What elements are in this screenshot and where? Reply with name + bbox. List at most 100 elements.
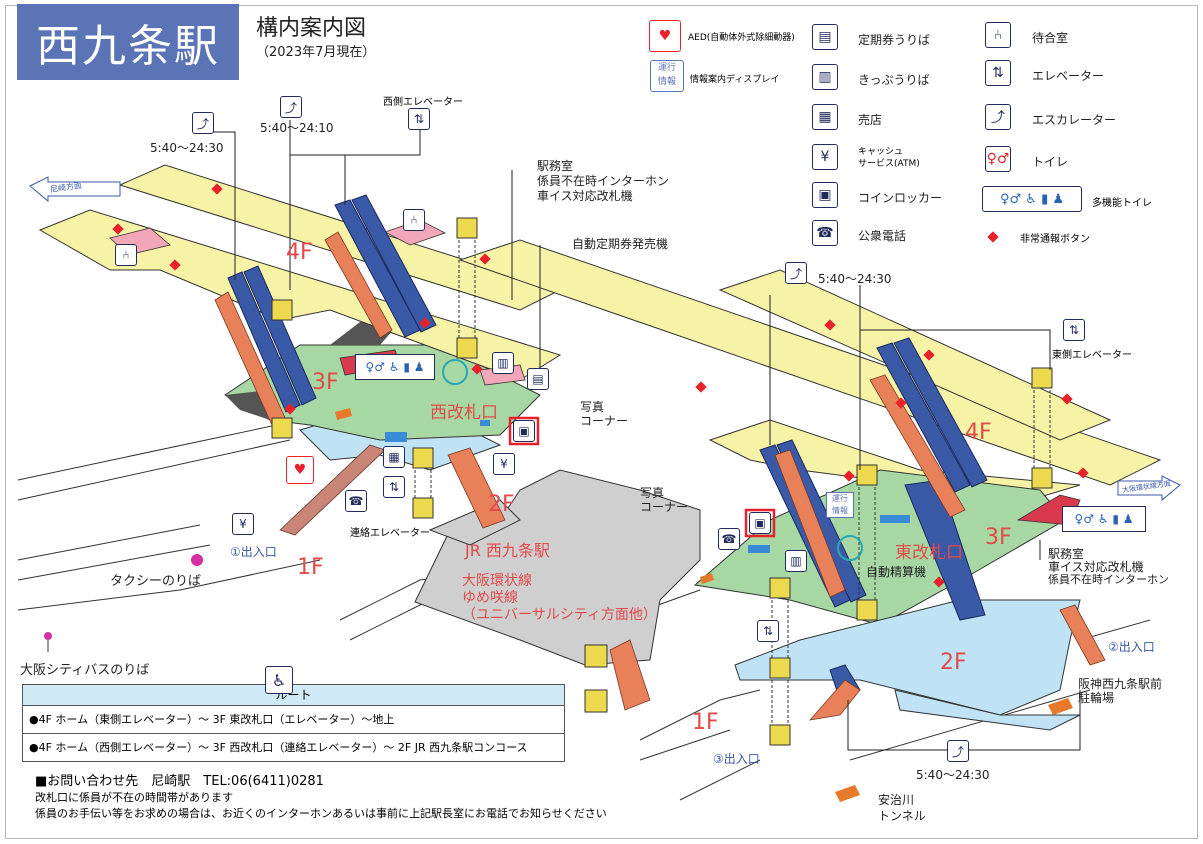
- info-display-icon: 運行 情報: [650, 60, 684, 92]
- exit-2-label: ②出入口: [1108, 640, 1155, 654]
- hanshin-station-label: 阪神西九条駅前: [1078, 677, 1163, 691]
- legend-waiting-room: 待合室: [1032, 31, 1069, 45]
- multi-toilet-icon: ♀♂ ♿ ▮ ♟: [1062, 506, 1146, 532]
- exit-3-label: ③出入口: [713, 752, 760, 766]
- west-gate-label: 西改札口: [430, 403, 498, 423]
- phone-icon: ☎: [345, 490, 367, 512]
- waiting-room-icon: ⑃: [985, 22, 1011, 48]
- aed-icon: ♥: [286, 456, 314, 484]
- legend-toilet: トイレ: [1032, 155, 1069, 169]
- shop-icon: ▦: [812, 104, 838, 130]
- legend-shop: 売店: [858, 113, 883, 127]
- toilet-icon: ♀♂: [985, 146, 1011, 172]
- route-header: ルート: [23, 685, 564, 706]
- connecting-elevator-label: 連絡エレベーター: [350, 528, 430, 539]
- lines-label-2: ゆめ咲線: [462, 590, 518, 606]
- map-date: （2023年7月現在）: [256, 45, 376, 60]
- station-office-east-1: 駅務室: [1048, 547, 1085, 561]
- floor-2f-east: 2F: [940, 650, 967, 675]
- atm-icon: ¥: [812, 144, 838, 170]
- waiting-room-icon: ⑃: [403, 209, 425, 231]
- taxi-stand-label: タクシーのりば: [110, 574, 202, 589]
- elevator-icon: ⇅: [757, 620, 779, 642]
- legend-tickets: きっぷうりば: [858, 73, 930, 87]
- photo-corner-east: 写真 コーナー: [640, 486, 689, 514]
- hours-west-2: 5:40〜24:10: [260, 121, 334, 135]
- shop-icon: ▦: [383, 446, 405, 468]
- legend-emergency: 非常通報ボタン: [1020, 234, 1090, 245]
- legend-atm-top: キャッシュ: [858, 147, 904, 157]
- atm-icon: ¥: [493, 453, 515, 475]
- legend-multi-toilet: 多機能トイレ: [1092, 198, 1152, 209]
- station-office-west-3: 車イス対応改札機: [537, 189, 633, 203]
- escalator-icon: ⤴: [985, 104, 1011, 130]
- legend-escalator: エスカレーター: [1032, 113, 1117, 127]
- floor-2f-center: 2F: [488, 492, 515, 517]
- escalator-icon: ⤴: [280, 96, 302, 118]
- tunnel-label-1: 安治川: [878, 793, 915, 807]
- map-subtitle: 構内案内図: [256, 16, 367, 41]
- auto-commuter-machine: 自動定期券発売機: [572, 237, 669, 251]
- station-office-west-1: 駅務室: [537, 159, 574, 173]
- legend-lockers: コインロッカー: [858, 191, 943, 205]
- east-gate-label: 東改札口: [895, 543, 963, 563]
- station-office-west-2: 係員不在時インターホン: [537, 174, 670, 188]
- route-row: ●4F ホーム（西側エレベーター）〜 3F 西改札口（連絡エレベーター）〜 2F…: [29, 741, 528, 754]
- coin-locker-icon: ▣: [812, 182, 838, 208]
- station-office-east-3: 係員不在時インターホン: [1048, 573, 1169, 586]
- station-title: 西九条駅: [17, 4, 239, 80]
- map-frame: [5, 5, 1198, 839]
- floor-1f-west: 1F: [297, 555, 324, 580]
- multi-toilet-icon: ♀♂ ♿ ▮ ♟: [982, 186, 1082, 212]
- waiting-room-icon: ⑃: [115, 244, 137, 266]
- west-elevator-label: 西側エレベーター: [383, 97, 463, 108]
- elevator-icon: ⇅: [408, 108, 430, 130]
- floor-3f-east: 3F: [985, 525, 1012, 550]
- city-bus-label: 大阪シティバスのりば: [20, 663, 150, 678]
- aed-icon: ♥: [649, 20, 681, 52]
- elevator-icon: ⇅: [985, 60, 1011, 86]
- elevator-icon: ⇅: [1063, 319, 1085, 341]
- legend-phone: 公衆電話: [858, 229, 907, 243]
- commuter-pass-icon: ▤: [527, 368, 549, 390]
- photo-corner-west: 写真 コーナー: [580, 400, 629, 428]
- legend-commuter-pass: 定期券うりば: [858, 33, 931, 47]
- commuter-pass-icon: ▤: [812, 24, 838, 50]
- hours-west-1: 5:40〜24:30: [150, 141, 224, 155]
- phone-icon: ☎: [812, 220, 838, 246]
- tunnel-label-2: トンネル: [878, 809, 926, 823]
- ticket-office-icon: ▥: [785, 550, 807, 572]
- east-elevator-label: 東側エレベーター: [1052, 350, 1132, 361]
- hours-east-1: 5:40〜24:30: [818, 272, 892, 286]
- route-row: ●4F ホーム（東側エレベーター）〜 3F 東改札口（エレベーター）〜地上: [23, 706, 564, 734]
- lines-label-1: 大阪環状線: [462, 573, 532, 589]
- multi-toilet-icon: ♀♂ ♿ ▮ ♟: [355, 354, 435, 380]
- fare-adjustment-label: 自動精算機: [866, 565, 927, 579]
- footer-note-1: 改札口に係員が不在の時間帯があります: [35, 791, 233, 804]
- escalator-icon: ⤴: [785, 262, 807, 284]
- ticket-office-icon: ▥: [812, 64, 838, 90]
- bicycle-parking-label: 駐輪場: [1078, 691, 1115, 705]
- legend-aed: AED(自動体外式除細動器): [688, 33, 795, 43]
- floor-1f-east: 1F: [692, 710, 719, 735]
- wheelchair-icon: ♿: [265, 666, 293, 694]
- atm-icon: ¥: [232, 513, 254, 535]
- ticket-office-icon: ▥: [492, 352, 514, 374]
- elevator-icon: ⇅: [383, 476, 405, 498]
- legend-atm-bottom: サービス(ATM): [858, 159, 920, 169]
- floor-3f-west: 3F: [312, 370, 339, 395]
- floor-4f-west: 4F: [286, 240, 313, 265]
- accessible-route-table: ルート ●4F ホーム（東側エレベーター）〜 3F 東改札口（エレベーター）〜地…: [22, 684, 565, 762]
- legend-info-display: 情報案内ディスプレイ: [690, 75, 780, 85]
- coin-locker-icon: ▣: [749, 512, 771, 534]
- info-display-icon: 運行 情報: [826, 492, 854, 518]
- floor-4f-east: 4F: [965, 420, 992, 445]
- station-office-east-2: 車イス対応改札機: [1048, 560, 1144, 574]
- coin-locker-icon: ▣: [513, 420, 535, 442]
- exit-1-label: ①出入口: [230, 545, 277, 559]
- contact-info: ■お問い合わせ先 尼崎駅 TEL:06(6411)0281: [35, 774, 324, 789]
- legend-elevator: エレベーター: [1032, 69, 1105, 83]
- escalator-icon: ⤴: [947, 740, 969, 762]
- footer-note-2: 係員のお手伝い等をお求めの場合は、お近くのインターホンあるいは事前に上記駅長室に…: [35, 807, 607, 820]
